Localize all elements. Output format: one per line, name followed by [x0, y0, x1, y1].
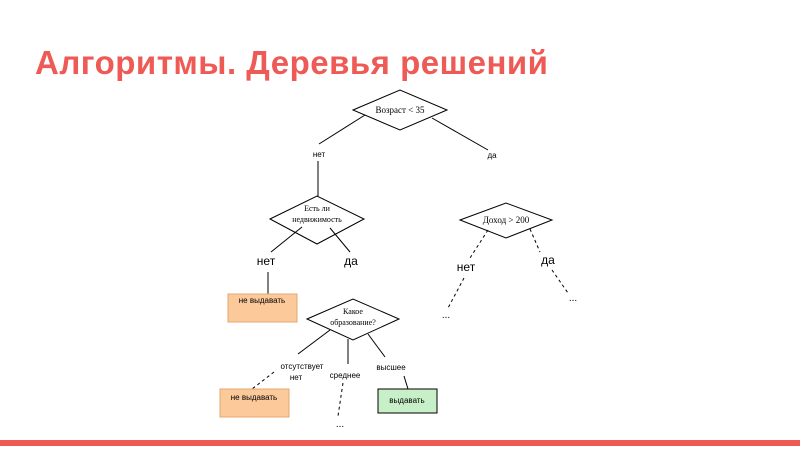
node-income-question: Доход > 200	[458, 202, 554, 239]
edge-education-none	[297, 329, 331, 355]
edge-label-no-realty: нет	[257, 254, 276, 268]
edge-label-edu-mid: среднее	[330, 371, 361, 380]
edge-label-no-income: нет	[457, 260, 476, 274]
slide-title: Алгоритмы. Деревья решений	[35, 44, 549, 81]
edge-income-yes-continue	[551, 269, 569, 294]
ellipsis-edu-mid: ...	[336, 419, 344, 430]
edge-income-no	[469, 229, 489, 259]
edge-income-yes	[529, 228, 541, 253]
edge-label-edu-none: отсутствует	[281, 362, 324, 371]
ellipsis-income-yes: ...	[569, 293, 577, 304]
leaf-reject-2: не выдавать	[219, 388, 290, 418]
edge-realty-yes	[329, 227, 351, 253]
leaf-reject-2-label: не выдавать	[231, 393, 277, 402]
edge-label-edu-high: высшее	[376, 363, 406, 372]
node-root-question: Возраст < 35	[351, 89, 449, 131]
edge-root-left	[318, 114, 366, 145]
edge-label-yes-income: да	[541, 253, 555, 267]
node-realty-label-line1: Есть ли	[304, 204, 331, 213]
leaf-approve-label: выдавать	[389, 396, 424, 405]
leaf-approve: выдавать	[377, 388, 438, 414]
node-education-question: Какое образование?	[305, 298, 401, 341]
edge-income-no-continue	[447, 277, 465, 309]
node-realty-question: Есть ли недвижимость	[268, 195, 366, 245]
edge-label-yes-realty: да	[344, 254, 358, 268]
footer-accent-bar	[0, 440, 800, 446]
edge-label-yes-root: да	[487, 151, 497, 160]
leaf-reject-1-label: не выдавать	[239, 296, 285, 305]
edge-label-no-root: нет	[313, 150, 326, 159]
edge-edu-mid-continue	[337, 382, 344, 417]
node-root-label: Возраст < 35	[375, 105, 425, 115]
edge-root-right	[431, 117, 489, 151]
node-realty-label-line2: недвижимость	[292, 215, 342, 224]
node-education-label-line1: Какое	[343, 307, 363, 316]
node-education-label-line2: образование?	[330, 318, 376, 327]
edge-realty-no	[270, 226, 303, 253]
edge-edu-high-to-leaf	[403, 375, 409, 390]
edge-edu-none-to-leaf	[251, 371, 275, 390]
edge-label-edu-none-sub: нет	[290, 373, 303, 382]
edge-education-high	[367, 333, 386, 358]
ellipsis-income-no: ...	[442, 310, 450, 321]
node-income-label: Доход > 200	[483, 215, 530, 225]
leaf-reject-1: не выдавать	[227, 293, 298, 323]
